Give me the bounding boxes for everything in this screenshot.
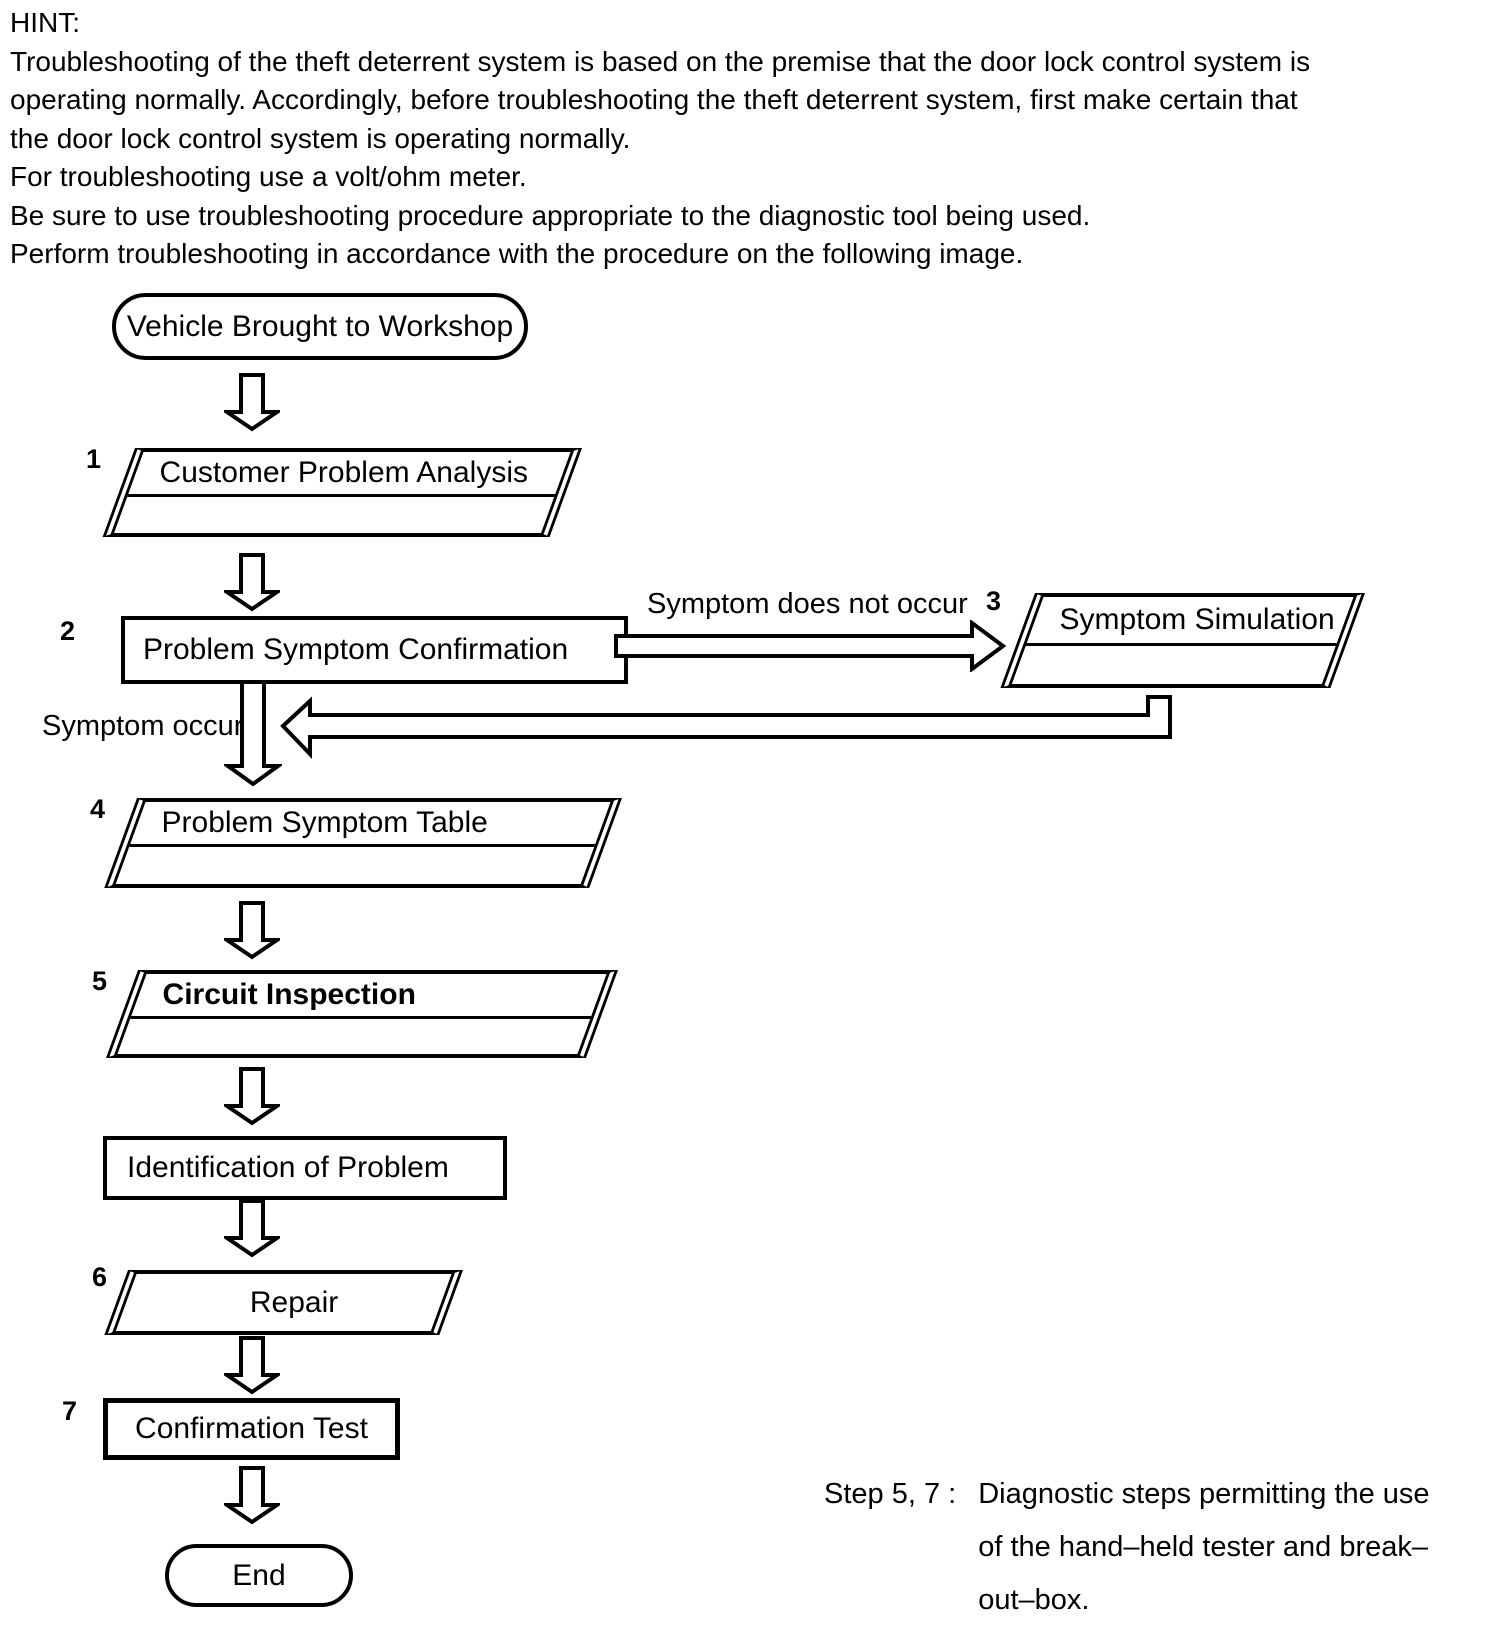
edge-label-symptom-does-not-occur: Symptom does not occur [647,588,968,620]
step-number-2: 2 [60,616,76,646]
node-problem-symptom-confirmation: Problem Symptom Confirmation [121,616,628,684]
node-customer-problem-analysis: Customer Problem Analysis [102,448,582,537]
step-number-5: 5 [92,966,108,996]
note-line: out–box. [978,1584,1090,1616]
node-identification-of-problem: Identification of Problem [103,1136,507,1200]
flow-arrow-down [224,553,280,612]
panel-divider [130,1016,592,1019]
flow-arrow-down [224,1466,280,1525]
note-label: Step 5, 7 : [824,1478,957,1510]
node-confirmation-test: Confirmation Test [103,1398,400,1460]
note-lines: Diagnostic steps permitting the use of t… [978,1468,1429,1627]
hint-line: Be sure to use troubleshooting procedure… [10,199,1091,231]
hint-label: HINT: [10,7,80,38]
step-number-1: 1 [86,444,102,474]
note-line: of the hand–held tester and break– [978,1531,1429,1563]
flow-arrow-down-long [224,682,282,786]
hint-line: Troubleshooting of the theft deterrent s… [10,45,1311,77]
node-confirmation-test-label: Confirmation Test [135,1412,368,1445]
node-start: Vehicle Brought to Workshop [112,293,528,360]
flow-arrow-return-left [280,695,1172,759]
node-end-label: End [232,1558,286,1592]
node-end: End [165,1544,353,1607]
hint-text-block: HINT: Troubleshooting of the theft deter… [10,4,1498,274]
step-number-4: 4 [90,794,106,824]
node-identification-of-problem-label: Identification of Problem [127,1151,449,1184]
step-5-7-note: Step 5, 7 : Diagnostic steps permitting … [824,1468,1430,1627]
note-line: Diagnostic steps permitting the use [978,1478,1430,1510]
panel-divider [127,494,556,497]
step-number-6: 6 [92,1262,108,1292]
node-problem-symptom-table: Problem Symptom Table [104,798,622,888]
panel-divider [129,844,596,847]
flow-arrow-down [224,1067,280,1126]
node-symptom-simulation-label: Symptom Simulation [1059,603,1335,636]
flow-arrow-down [224,1336,280,1395]
node-customer-problem-analysis-label: Customer Problem Analysis [159,456,529,489]
step-number-7: 7 [62,1396,78,1426]
node-circuit-inspection-label: Circuit Inspection [162,978,416,1011]
node-repair: Repair [104,1270,464,1335]
step-number-3: 3 [986,586,1002,616]
flow-arrow-down [224,1199,280,1258]
node-start-label: Vehicle Brought to Workshop [126,309,514,343]
node-circuit-inspection: Circuit Inspection [105,970,618,1058]
node-problem-symptom-confirmation-label: Problem Symptom Confirmation [143,633,569,666]
hint-line: For troubleshooting use a volt/ohm meter… [10,161,527,192]
flow-arrow-right [614,620,1006,672]
hint-line: operating normally. Accordingly, before … [10,84,1298,115]
node-symptom-simulation: Symptom Simulation [1000,593,1365,688]
edge-label-symptom-occur: Symptom occur [42,710,244,742]
hint-line: Perform troubleshooting in accordance wi… [10,238,1024,269]
flow-arrow-down [224,373,280,432]
node-repair-label: Repair [249,1285,339,1319]
hint-line: the door lock control system is operatin… [10,122,631,154]
node-problem-symptom-table-label: Problem Symptom Table [161,806,488,839]
flow-arrow-down [224,901,280,960]
panel-divider [1025,643,1337,646]
